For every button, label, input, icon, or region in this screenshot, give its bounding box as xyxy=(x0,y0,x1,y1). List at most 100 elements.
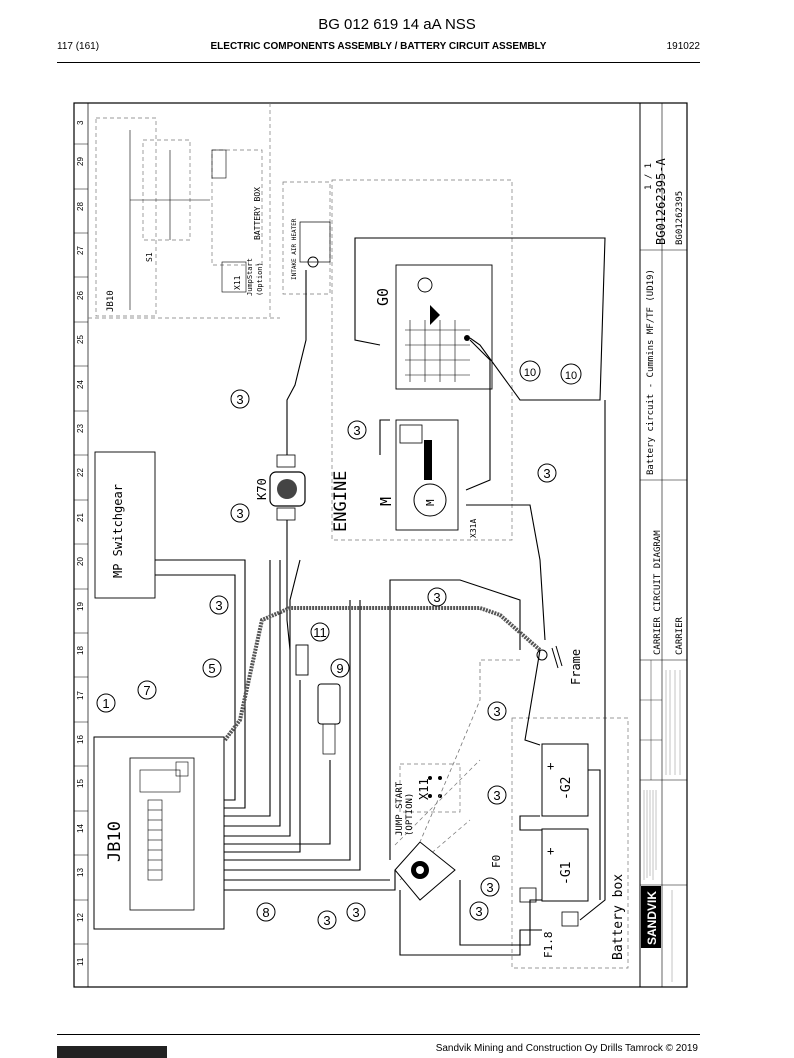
callout-5: 5 xyxy=(202,658,222,678)
header-row: 117 (161) ELECTRIC COMPONENTS ASSEMBLY /… xyxy=(57,41,700,57)
x11-top-label: X11 xyxy=(233,275,242,290)
mp-switchgear-box xyxy=(94,451,156,599)
callout-3: 3 xyxy=(487,701,507,721)
grid-number: 25 xyxy=(76,335,85,344)
jumpstart-top-label: JumpStart xyxy=(246,258,254,296)
header-rule xyxy=(57,62,700,63)
engine-box xyxy=(331,179,513,541)
engine-label: ENGINE xyxy=(331,471,351,532)
cable-runs xyxy=(155,237,606,956)
grid-number: 21 xyxy=(76,513,85,522)
svg-text:3: 3 xyxy=(433,590,440,605)
grid-number: 11 xyxy=(76,957,85,966)
carrier-label: CARRIER xyxy=(675,616,685,655)
grid-number: 22 xyxy=(76,468,85,477)
callout-3: 3 xyxy=(317,910,337,930)
jb10-box xyxy=(93,736,225,930)
drawing-title: Battery circuit - Cummins MF/TF (UD19) xyxy=(646,269,656,475)
k70-label: K70 xyxy=(255,478,269,500)
id-number: BG01262395 xyxy=(675,191,685,245)
jb10-top-label: JB10 xyxy=(106,290,116,312)
callouts: 1 7 5 3 11 9 3 3 3 10 10 3 3 3 3 8 3 3 3… xyxy=(96,360,582,930)
jump-option-label: (OPTION) xyxy=(405,793,415,836)
svg-text:3: 3 xyxy=(323,913,330,928)
svg-text:8: 8 xyxy=(262,905,269,920)
svg-text:3: 3 xyxy=(486,880,493,895)
svg-text:10: 10 xyxy=(524,367,536,379)
battery-box-label: Battery box xyxy=(611,874,626,960)
jb10-label: JB10 xyxy=(105,821,125,862)
callout-3: 3 xyxy=(469,901,489,921)
title-block: SANDVIK Battery circuit - Cummins MF/TF … xyxy=(639,103,687,987)
grid-number: 24 xyxy=(76,380,85,389)
header-date: 191022 xyxy=(666,41,700,52)
grid-number: 28 xyxy=(76,202,85,211)
grid-number: 19 xyxy=(76,602,85,611)
intake-air-heater: INTAKE AIR HEATER xyxy=(291,218,331,280)
callout-3: 3 xyxy=(480,877,500,897)
page-number: 117 (161) xyxy=(57,41,100,52)
frame-ground: Frame xyxy=(536,645,583,685)
drawing-frame xyxy=(73,102,688,988)
grid-number: 20 xyxy=(76,557,85,566)
mp-switchgear-label: MP Switchgear xyxy=(111,484,125,578)
grid-number: 17 xyxy=(76,691,85,700)
svg-text:3: 3 xyxy=(236,506,243,521)
svg-text:5: 5 xyxy=(208,661,215,676)
callout-10: 10 xyxy=(560,363,582,385)
drawing-number: BG01262395-A xyxy=(654,158,668,245)
g2-label: -G2 xyxy=(559,777,574,800)
grid-number: 23 xyxy=(76,424,85,433)
dashed-regions xyxy=(88,103,629,969)
grid-number: 29 xyxy=(76,157,85,166)
callout-3: 3 xyxy=(209,595,229,615)
svg-text:3: 3 xyxy=(236,392,243,407)
battery-box-top-label: BATTERY BOX xyxy=(253,187,262,240)
footer-logo xyxy=(57,1046,167,1058)
footer-copyright: Sandvik Mining and Construction Oy Drill… xyxy=(435,1043,698,1054)
option-top-label: (Option) xyxy=(256,262,264,296)
motor-label: M xyxy=(377,497,395,506)
dashed-route xyxy=(419,659,520,843)
callout-3: 3 xyxy=(347,420,367,440)
callout-3: 3 xyxy=(346,902,366,922)
f0-fuse xyxy=(519,887,537,903)
callout-10: 10 xyxy=(519,360,541,382)
f18-label: F1.8 xyxy=(542,932,555,959)
jb10-fuse-block xyxy=(139,761,189,881)
alternator-g0: G0 xyxy=(374,264,493,390)
frame-label: Frame xyxy=(569,649,583,685)
callout-11: 11 xyxy=(310,622,330,642)
grid-number: 12 xyxy=(76,913,85,922)
brand-logo: SANDVIK xyxy=(645,891,659,945)
g0-label: G0 xyxy=(374,288,392,306)
svg-text:3: 3 xyxy=(543,466,550,481)
starter-motor: M M X31A xyxy=(377,419,478,538)
grid-number: 14 xyxy=(76,824,85,833)
connector-9 xyxy=(317,683,341,725)
grid-ticks xyxy=(74,143,88,945)
svg-text:1: 1 xyxy=(102,696,109,711)
grid-number: 16 xyxy=(76,735,85,744)
jump-start-label: JUMP START xyxy=(395,781,405,836)
upper-schematic: JB10 S1 X11 JumpStart (Option) BATTERY B… xyxy=(106,130,264,312)
grid-number: 27 xyxy=(76,246,85,255)
jump-start: JUMP START (OPTION) X11 xyxy=(395,776,442,836)
callout-3: 3 xyxy=(230,389,250,409)
main-switch xyxy=(394,841,456,901)
motor-inner-label: M xyxy=(424,499,437,506)
callout-3: 3 xyxy=(537,463,557,483)
svg-text:3: 3 xyxy=(353,423,360,438)
grid-number: 3 xyxy=(76,120,85,125)
plus-g1: + xyxy=(547,844,554,858)
svg-text:9: 9 xyxy=(336,661,343,676)
drawing-subtitle: CARRIER CIRCUIT DIAGRAM xyxy=(653,530,663,655)
g1-label: -G1 xyxy=(559,862,574,885)
svg-text:3: 3 xyxy=(493,704,500,719)
svg-text:7: 7 xyxy=(143,683,150,698)
svg-text:11: 11 xyxy=(313,625,327,640)
callout-7: 7 xyxy=(137,680,157,700)
battery-g1: + -G1 xyxy=(541,828,589,902)
braided-harness xyxy=(223,606,542,742)
f0-label: F0 xyxy=(490,855,503,868)
